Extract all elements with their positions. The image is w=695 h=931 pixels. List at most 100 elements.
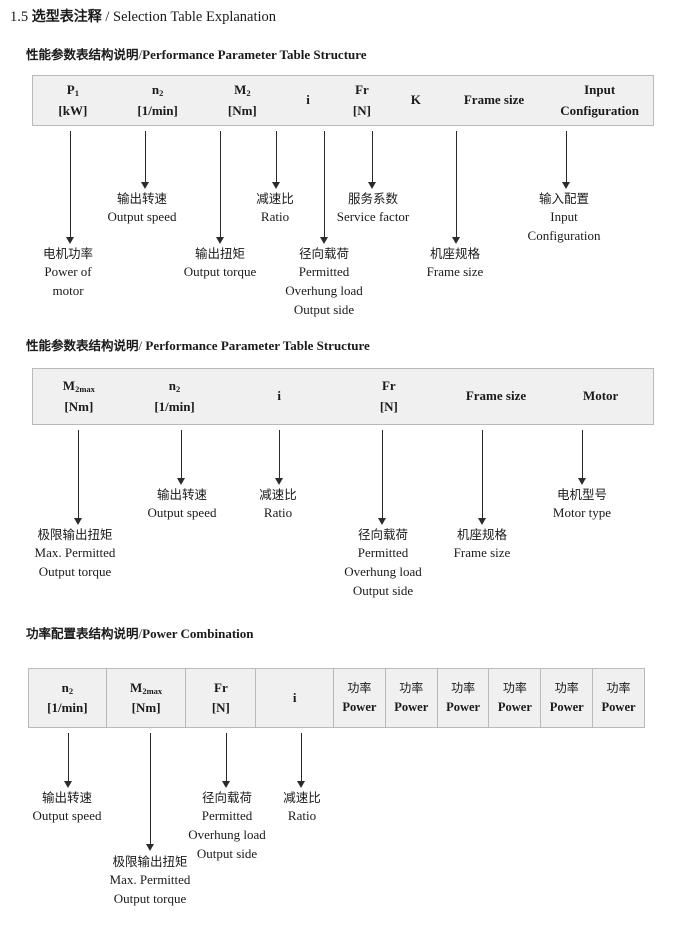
table1-col-fr-unit: [N] — [352, 102, 371, 118]
table2-col-frame-size: Frame size — [444, 369, 549, 424]
table2-col-n2-unit: [1/min] — [154, 398, 195, 414]
annotation-frame-size-1: 机座规格 Frame size — [407, 245, 503, 282]
table1-col-frame-size: Frame size — [442, 76, 547, 125]
annotation-max-permitted-output-torque-1-en-1: Max. Permitted — [34, 545, 116, 561]
table3-col-power-1: 功率 Power — [334, 669, 386, 727]
page-title: 1.5 选型表注释 / Selection Table Explanation — [10, 6, 276, 26]
table1-col-n2-symbol: n2 — [151, 82, 164, 99]
annotation-ratio-1-zh: 减速比 — [256, 191, 294, 206]
table1-col-input-configuration-line2: Configuration — [560, 102, 640, 118]
table2-col-frame-size-label: Frame size — [465, 388, 527, 404]
annotation-overhung-load-2: 径向载荷 Permitted Overhung load Output side — [327, 526, 439, 601]
annotation-overhung-load-2-zh: 径向载荷 — [357, 527, 408, 542]
table1-col-m2: M2 [Nm] — [202, 76, 282, 125]
table1-col-p1-unit: [kW] — [58, 102, 88, 118]
table2-col-n2: n2 [1/min] — [125, 369, 225, 424]
annotation-max-permitted-output-torque-1-en-2: Output torque — [38, 563, 112, 579]
table1-col-i: i — [282, 76, 334, 125]
annotation-overhung-load-1-zh: 径向载荷 — [298, 246, 349, 261]
annotation-ratio-2: 减速比 Ratio — [238, 486, 318, 523]
table2-col-i: i — [224, 369, 334, 424]
arrow-to-service-factor — [368, 131, 377, 189]
table1-col-m2-symbol: M2 — [234, 82, 251, 99]
annotation-overhung-load-2-en-1: Permitted — [357, 545, 409, 561]
arrow-to-frame-size — [452, 131, 461, 244]
table3-col-power-1-en: Power — [342, 699, 377, 714]
table1-col-p1: P1 [kW] — [33, 76, 113, 125]
annotation-ratio-1: 减速比 Ratio — [233, 190, 317, 227]
table3-col-n2: n2 [1/min] — [29, 669, 107, 727]
annotation-service-factor-zh: 服务系数 — [347, 191, 398, 206]
annotation-output-torque-en: Output torque — [183, 264, 257, 280]
annotation-output-speed-2: 输出转速 Output speed — [132, 486, 232, 523]
annotation-overhung-load-3: 径向载荷 Permitted Overhung load Output side — [171, 789, 283, 864]
annotation-max-permitted-output-torque-2-zh: 极限输出扭矩 — [112, 854, 188, 869]
table2-col-m2max: M2max [Nm] — [33, 369, 125, 424]
annotation-output-speed-3-zh: 输出转速 — [41, 790, 92, 805]
table3-col-power-2-en: Power — [394, 699, 429, 714]
table1-col-input-configuration-line1: Input — [584, 82, 616, 98]
annotation-input-configuration-en-1: Input — [550, 209, 578, 225]
annotation-motor-type-zh: 电机型号 — [556, 487, 607, 502]
arrow-to-max-permitted-output-torque-1 — [74, 430, 83, 525]
table1-col-i-symbol: i — [306, 92, 310, 108]
annotation-overhung-load-3-en-1: Permitted — [201, 808, 253, 824]
table1-col-input-configuration: Input Configuration — [546, 76, 653, 125]
annotation-motor-type-en: Motor type — [552, 505, 612, 521]
table3-col-power-2: 功率 Power — [386, 669, 438, 727]
table1-col-frame-size-label: Frame size — [463, 92, 525, 108]
arrow-to-output-torque — [216, 131, 225, 244]
table3-col-power-3: 功率 Power — [438, 669, 490, 727]
annotation-output-torque-zh: 输出扭矩 — [194, 246, 245, 261]
table3-col-m2max-symbol: M2max — [130, 679, 163, 696]
annotation-overhung-load-3-en-3: Output side — [196, 845, 258, 861]
table2-col-i-symbol: i — [277, 388, 281, 404]
page-title-sep: / — [105, 9, 110, 25]
annotation-ratio-3: 减速比 Ratio — [262, 789, 342, 826]
annotation-overhung-load-1: 径向载荷 Permitted Overhung load Output side — [268, 245, 380, 320]
annotation-max-permitted-output-torque-2: 极限输出扭矩 Max. Permitted Output torque — [94, 853, 206, 909]
annotation-input-configuration-zh: 输入配置 — [538, 191, 589, 206]
section-3-heading-en: Power Combination — [142, 626, 254, 641]
table3-col-power-3-en: Power — [446, 699, 481, 714]
section-2-heading-sep: / — [138, 338, 143, 353]
annotation-overhung-load-1-en-3: Output side — [293, 301, 355, 317]
arrow-to-max-permitted-output-torque-2 — [146, 733, 155, 851]
arrow-to-overhung-load-3 — [222, 733, 231, 788]
table1-col-fr-symbol: Fr — [355, 82, 369, 98]
table3-col-power-4-zh: 功率 — [502, 681, 527, 696]
annotation-max-permitted-output-torque-2-en-1: Max. Permitted — [109, 872, 191, 888]
table1-col-k: K — [390, 76, 442, 125]
table3-col-m2max: M2max [Nm] — [107, 669, 187, 727]
table3-col-i-symbol: i — [292, 689, 297, 705]
annotation-ratio-2-en: Ratio — [263, 505, 293, 521]
annotation-overhung-load-3-en-2: Overhung load — [188, 826, 266, 842]
table2-col-m2max-unit: [Nm] — [64, 398, 94, 414]
table3-col-power-5-zh: 功率 — [554, 681, 579, 696]
arrow-to-input-configuration — [562, 131, 571, 189]
annotation-output-speed-2-zh: 输出转速 — [156, 487, 207, 502]
annotation-output-torque: 输出扭矩 Output torque — [170, 245, 270, 282]
table1-col-n2-sub: 2 — [159, 88, 164, 99]
table3-col-power-6-en: Power — [601, 699, 636, 714]
section-3-heading-sep: / — [138, 626, 143, 641]
table3-col-power-4-en: Power — [497, 699, 532, 714]
annotation-power-of-motor-en-2: motor — [52, 282, 84, 298]
annotation-overhung-load-3-zh: 径向载荷 — [201, 790, 252, 805]
table2-col-n2-symbol: n2 — [168, 378, 181, 395]
table2-col-fr: Fr [N] — [334, 369, 444, 424]
annotation-input-configuration-en-2: Configuration — [527, 227, 601, 243]
table3-col-power-6: 功率 Power — [593, 669, 644, 727]
annotation-output-speed-3-en: Output speed — [32, 808, 102, 824]
annotation-frame-size-2-en: Frame size — [453, 545, 511, 561]
annotation-overhung-load-2-en-2: Overhung load — [344, 563, 422, 579]
section-number: 1.5 — [10, 9, 29, 25]
arrow-to-ratio — [272, 131, 281, 189]
annotation-motor-type: 电机型号 Motor type — [534, 486, 630, 523]
table3-col-m2max-sub: 2max — [142, 685, 163, 696]
arrow-to-ratio-3 — [297, 733, 306, 788]
table3-col-power-4: 功率 Power — [489, 669, 542, 727]
table3-col-n2-symbol: n2 — [61, 679, 74, 696]
performance-parameter-table-2: M2max [Nm] n2 [1/min] i Fr [N] Frame siz… — [32, 368, 654, 425]
annotation-ratio-3-zh: 减速比 — [283, 790, 321, 805]
